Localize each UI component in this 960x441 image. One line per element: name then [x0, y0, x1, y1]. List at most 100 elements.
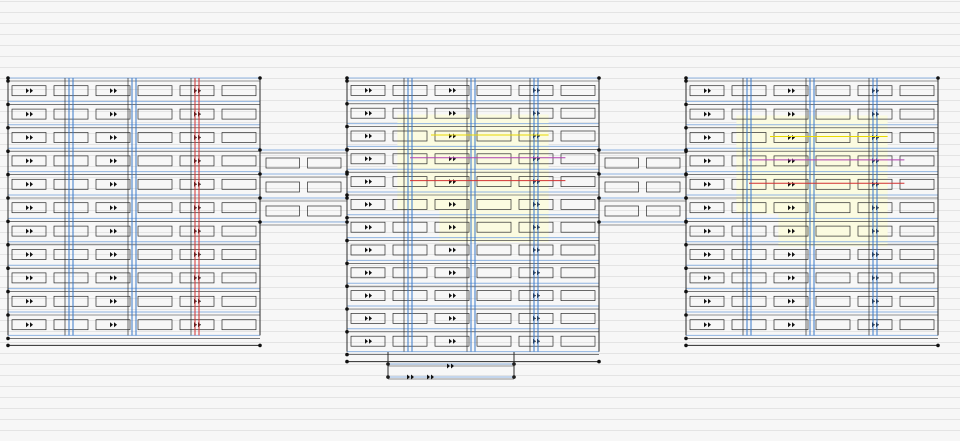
cell-box — [815, 132, 851, 143]
diode-triangle — [792, 252, 795, 257]
diode-triangle — [708, 135, 711, 140]
junction-node — [258, 76, 262, 80]
diode-triangle — [30, 322, 33, 328]
cell-box — [434, 199, 470, 210]
diode-triangle — [114, 205, 117, 211]
cell-box — [179, 202, 215, 214]
diode-symbol — [449, 87, 456, 93]
cell-box — [137, 202, 173, 214]
diode-symbol — [365, 156, 372, 162]
bridge-cell — [604, 157, 639, 169]
junction-node — [258, 148, 262, 152]
cell-box — [179, 249, 215, 260]
diode-symbol — [704, 111, 711, 117]
cell-box — [773, 108, 809, 120]
cell-box — [221, 319, 257, 331]
junction-node — [6, 343, 10, 348]
bridge-cell — [646, 205, 681, 217]
diode-symbol — [365, 338, 372, 344]
cell-box — [11, 249, 47, 260]
diode-symbol — [788, 252, 795, 257]
cell-box — [95, 225, 131, 237]
cell-box — [221, 249, 257, 260]
cell-box — [11, 85, 47, 97]
cell-box — [53, 272, 89, 284]
diode-triangle — [30, 228, 33, 234]
junction-node — [258, 220, 262, 224]
bridge-cell — [307, 157, 342, 169]
diode-triangle — [110, 322, 113, 328]
cell-box — [857, 132, 893, 143]
cell-box — [95, 155, 131, 167]
junction-node — [597, 148, 601, 152]
cell-box — [773, 225, 809, 237]
diode-triangle — [788, 88, 791, 94]
cell-box — [689, 178, 725, 190]
cell-box — [899, 85, 935, 97]
diode-symbol — [365, 110, 372, 116]
diode-symbol — [365, 179, 372, 185]
diode-triangle — [704, 111, 707, 117]
junction-node — [345, 76, 349, 80]
cell-box — [899, 178, 935, 190]
cell-box — [518, 313, 554, 324]
cell-box — [11, 202, 47, 214]
cell-box — [773, 178, 809, 190]
cell-box — [11, 295, 47, 307]
cell-box — [53, 108, 89, 120]
cell-box — [137, 178, 173, 190]
diode-triangle — [704, 181, 707, 187]
cell-box — [476, 153, 512, 165]
cell-box — [434, 85, 470, 96]
cell-box — [392, 130, 428, 142]
highlight-region — [778, 213, 888, 247]
cell-box — [476, 221, 512, 233]
diode-triangle — [449, 224, 452, 230]
diode-triangle — [365, 87, 368, 93]
highlight-region — [439, 210, 549, 243]
cell-box — [221, 85, 257, 97]
junction-node — [258, 196, 262, 200]
cell-box — [350, 290, 386, 301]
cell-box — [518, 335, 554, 347]
diode-symbol — [110, 228, 117, 234]
cell-box — [899, 202, 935, 214]
diode-triangle — [114, 88, 117, 94]
diode-symbol — [26, 181, 33, 187]
diode-symbol — [704, 158, 711, 164]
junction-node — [6, 79, 10, 83]
cell-box — [95, 108, 131, 120]
cell-box — [392, 335, 428, 347]
cell-box — [137, 319, 173, 331]
junction-node — [6, 266, 10, 271]
cell-box — [350, 313, 386, 324]
diode-triangle — [704, 322, 707, 328]
diode-triangle — [369, 179, 372, 185]
junction-node — [684, 289, 688, 294]
cell-box — [434, 244, 470, 256]
diode-triangle — [110, 135, 113, 140]
cell-box — [11, 155, 47, 167]
diode-triangle — [708, 298, 711, 304]
cell-box — [95, 202, 131, 214]
diode-symbol — [365, 293, 372, 299]
cell-box — [179, 108, 215, 120]
cell-box — [773, 295, 809, 307]
diode-symbol — [26, 158, 33, 164]
junction-node — [684, 313, 688, 317]
diode-triangle — [453, 87, 456, 93]
junction-node — [345, 102, 349, 106]
junction-node — [345, 79, 349, 83]
diode-triangle — [704, 275, 707, 281]
cell-box — [53, 202, 89, 214]
diode-triangle — [788, 228, 791, 234]
cell-box — [518, 290, 554, 301]
junction-node — [597, 196, 601, 200]
junction-node — [684, 79, 688, 83]
diode-triangle — [708, 275, 711, 281]
diode-triangle — [365, 293, 368, 299]
diode-symbol — [110, 88, 117, 94]
cell-box — [434, 335, 470, 347]
diode-triangle — [704, 298, 707, 304]
diode-symbol — [704, 88, 711, 94]
